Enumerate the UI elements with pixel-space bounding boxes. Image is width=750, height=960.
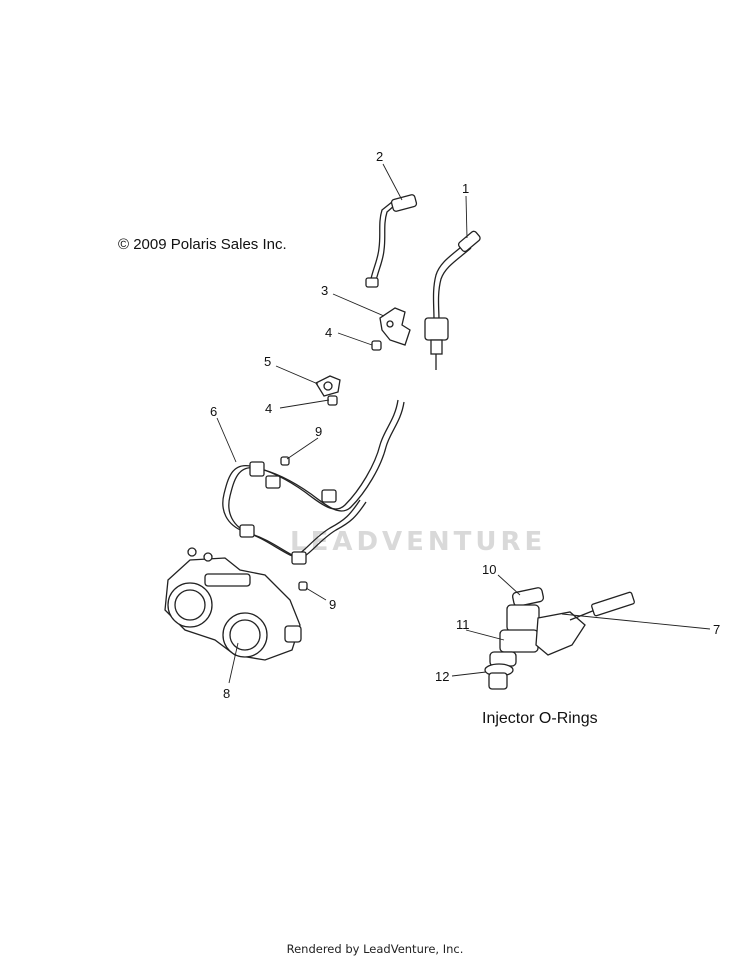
- callout-6: 6: [210, 404, 217, 419]
- part-2-hose: [365, 194, 418, 288]
- callout-12: 12: [435, 669, 449, 684]
- leader-7: [561, 613, 711, 630]
- part-6-fuel-rail-hose: [222, 399, 405, 565]
- leader-11: [465, 629, 505, 641]
- leader-8: [228, 642, 239, 684]
- callout-9a: 9: [315, 424, 322, 439]
- callout-4a: 4: [325, 325, 332, 340]
- leader-4a: [337, 332, 373, 346]
- part-4-screw-a: [371, 340, 382, 351]
- callout-7: 7: [713, 622, 720, 637]
- part-injector-assembly: [484, 587, 635, 690]
- callout-8: 8: [223, 686, 230, 701]
- part-1-fuel-line: [424, 230, 481, 370]
- callout-3: 3: [321, 283, 328, 298]
- callout-5: 5: [264, 354, 271, 369]
- leader-10: [497, 574, 521, 596]
- callout-1: 1: [462, 181, 469, 196]
- part-3-bracket: [379, 307, 411, 346]
- part-5-clamp: [315, 375, 341, 397]
- part-8-throttle-body: [164, 547, 302, 661]
- part-9-screw-b: [298, 581, 308, 591]
- callout-4b: 4: [265, 401, 272, 416]
- part-4-screw-b: [327, 395, 338, 406]
- leader-2: [382, 163, 403, 201]
- leader-6: [216, 417, 237, 463]
- copyright-text: © 2009 Polaris Sales Inc.: [118, 236, 287, 253]
- injector-caption: Injector O-Rings: [482, 710, 598, 727]
- leader-5: [275, 365, 319, 385]
- callout-10: 10: [482, 562, 496, 577]
- callout-9b: 9: [329, 597, 336, 612]
- callout-2: 2: [376, 149, 383, 164]
- leader-3: [332, 293, 385, 317]
- leader-12: [451, 671, 487, 677]
- leader-9a: [286, 437, 319, 460]
- leader-1: [465, 195, 468, 239]
- leader-4b: [279, 399, 330, 409]
- footer-credit: Rendered by LeadVenture, Inc.: [286, 942, 464, 956]
- leader-9b: [305, 587, 327, 601]
- callout-11: 11: [456, 617, 470, 632]
